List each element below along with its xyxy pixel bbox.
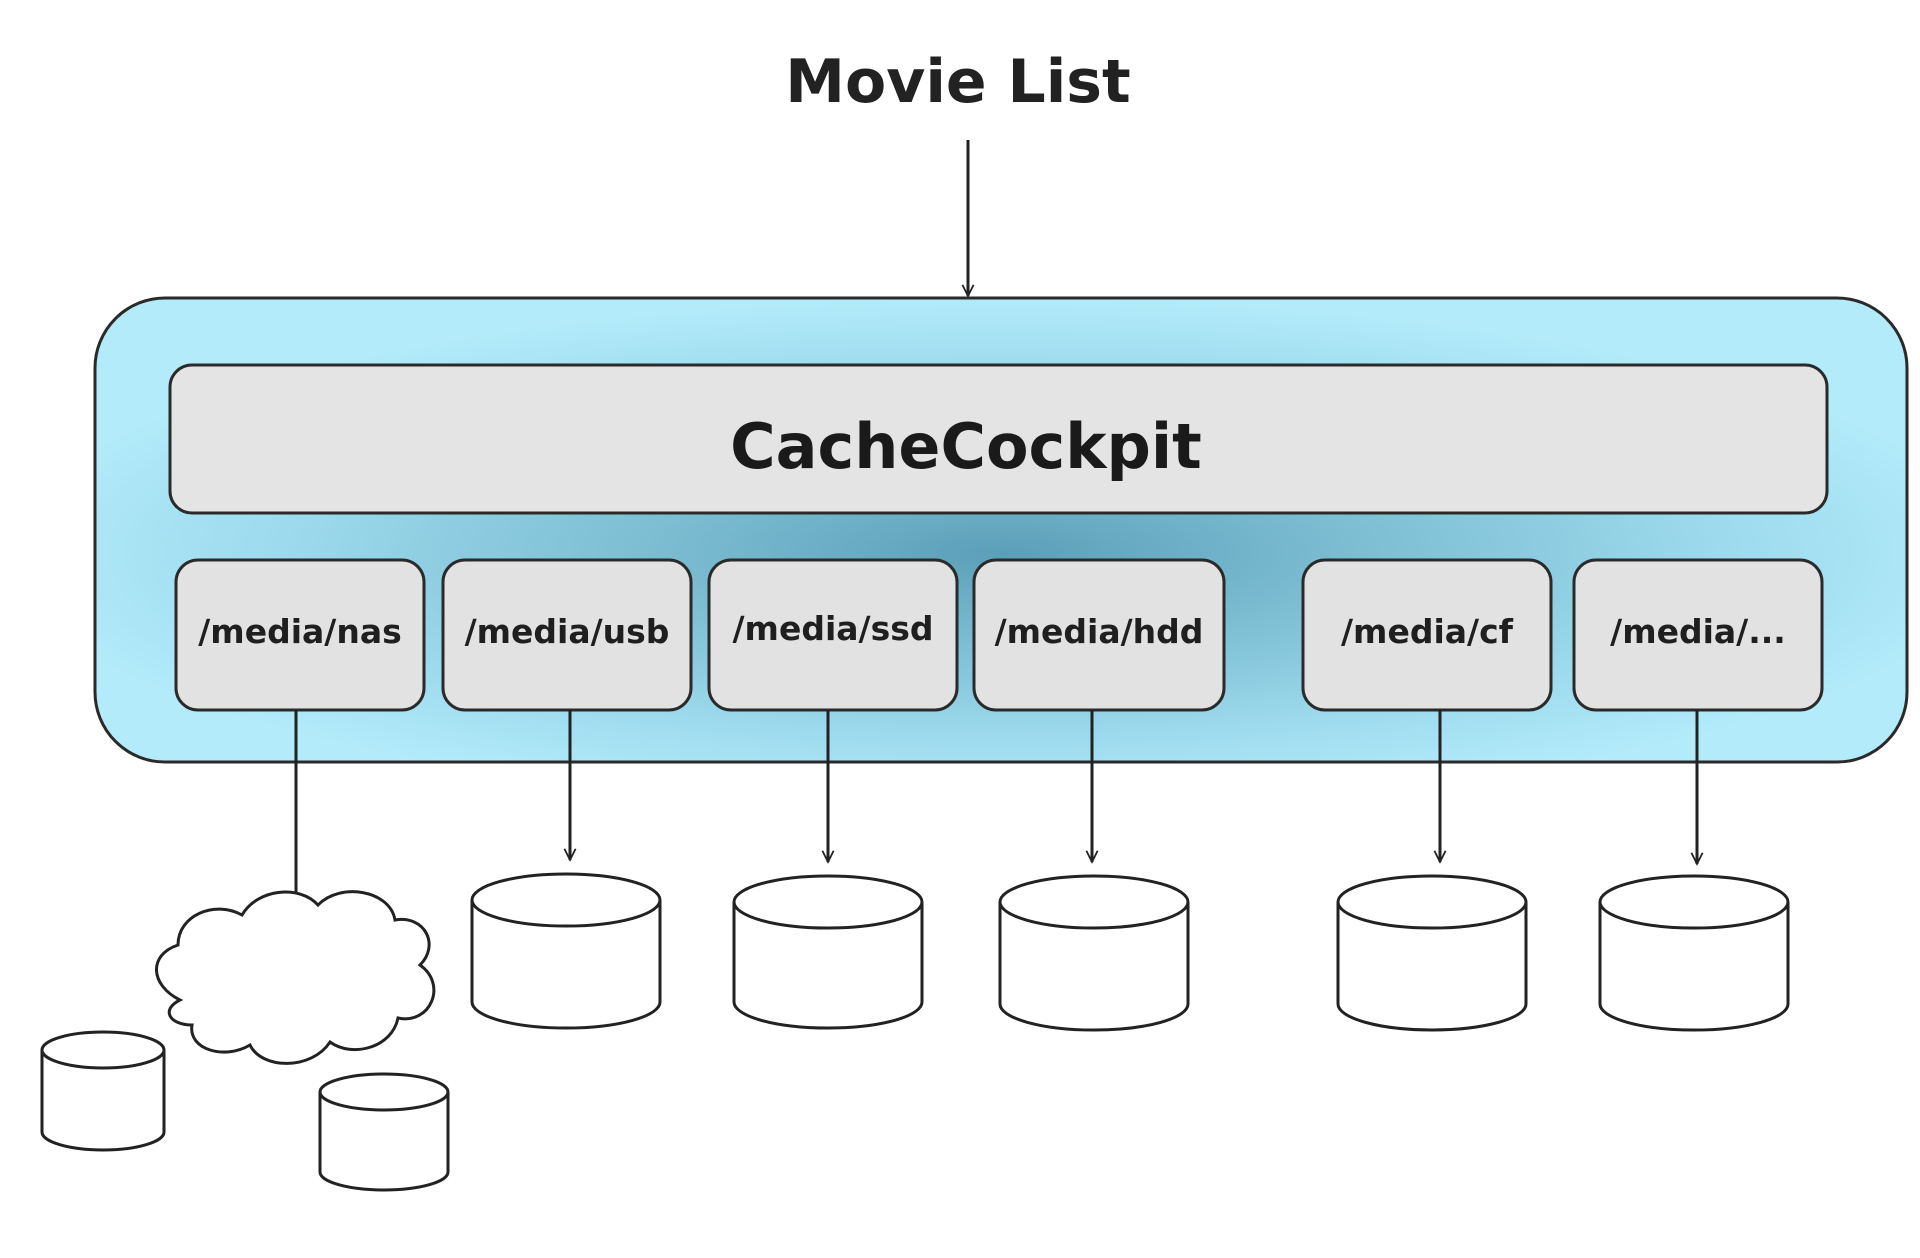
- cloud-icon: [155, 890, 436, 1065]
- mount-label: /media/ssd: [733, 609, 934, 648]
- mount-box-nas: /media/nas: [174, 558, 426, 712]
- disk-usb-icon: [470, 872, 662, 1030]
- mount-box-hdd: /media/hdd: [972, 558, 1226, 712]
- mount-label: /media/...: [1610, 612, 1786, 651]
- mount-box-cf: /media/cf: [1301, 558, 1553, 712]
- nas-disk-left-icon: [40, 1030, 166, 1152]
- disk-cf-icon: [1336, 874, 1528, 1032]
- mount-label: /media/usb: [465, 612, 670, 651]
- mount-label: /media/hdd: [995, 612, 1204, 651]
- diagram-title: Movie List: [785, 47, 1130, 117]
- cachecockpit-label: CacheCockpit: [730, 410, 1202, 483]
- mount-label: /media/nas: [198, 612, 401, 651]
- cachecockpit-box: [168, 363, 1829, 515]
- mount-box-usb: /media/usb: [441, 558, 693, 712]
- mount-label: /media/cf: [1341, 612, 1514, 651]
- mount-box-other: /media/...: [1572, 558, 1824, 712]
- mount-box-ssd: /media/ssd: [707, 558, 959, 712]
- disk-hdd-icon: [998, 874, 1190, 1032]
- disk-ssd-icon: [732, 874, 924, 1030]
- disk-other-icon: [1598, 874, 1790, 1032]
- nas-disk-right-icon: [318, 1072, 450, 1192]
